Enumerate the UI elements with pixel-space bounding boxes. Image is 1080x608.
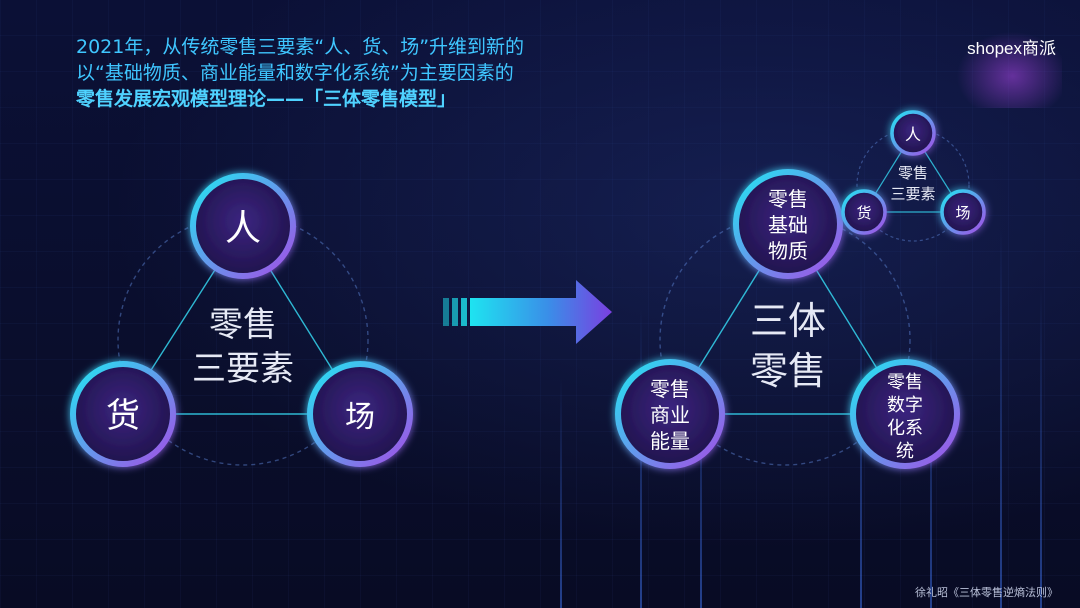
svg-text:人: 人 <box>905 125 921 144</box>
right-model-center-label: 三体 零售 <box>750 299 826 393</box>
svg-text:零售: 零售 <box>898 164 928 182</box>
mini-model-orbit-ring <box>856 128 970 242</box>
left-model: 零售 三要素 人 货 场 <box>70 173 413 467</box>
mini-node-ren: 人 <box>890 110 936 156</box>
right-node-basic-material: 零售 基础 物质 <box>733 169 843 279</box>
svg-text:零售: 零售 <box>768 187 808 211</box>
mini-model: 零售 三要素 人 货 场 <box>841 110 986 242</box>
svg-text:商业: 商业 <box>650 403 690 427</box>
transition-arrow <box>443 280 612 344</box>
svg-text:人: 人 <box>225 208 261 249</box>
headline-line-1: 2021年，从传统零售三要素“人、货、场”升维到新的 <box>76 36 525 58</box>
headline-line-3: 零售发展宏观模型理论——「三体零售模型」 <box>76 88 457 110</box>
right-node-business-energy: 零售 商业 能量 <box>615 359 725 469</box>
left-node-chang: 场 <box>307 361 413 467</box>
svg-text:基础: 基础 <box>768 213 808 237</box>
svg-text:物质: 物质 <box>768 239 808 263</box>
right-node-digital-system: 零售 数字 化系 统 <box>850 359 960 469</box>
svg-text:场: 场 <box>345 400 375 435</box>
svg-text:能量: 能量 <box>650 429 690 453</box>
svg-text:零售: 零售 <box>650 377 690 401</box>
svg-text:三要素: 三要素 <box>890 185 935 203</box>
svg-text:统: 统 <box>896 441 914 462</box>
svg-text:化系: 化系 <box>887 418 923 439</box>
svg-text:货: 货 <box>106 396 140 436</box>
headline: 2021年，从传统零售三要素“人、货、场”升维到新的 以“基础物质、商业能量和数… <box>76 34 524 112</box>
svg-text:场: 场 <box>955 204 970 222</box>
right-model: 三体 零售 零售 基础 物质 零售 商业 能量 零售 数字 化系 <box>615 169 960 469</box>
shopex-logo: shopex商派 <box>952 28 1062 108</box>
mini-node-chang: 场 <box>940 189 986 235</box>
logo-text: shopex商派 <box>967 39 1056 58</box>
mini-model-center-label: 零售 三要素 <box>890 164 935 203</box>
source-citation: 徐礼昭《三体零售逆熵法则》 <box>915 586 1058 599</box>
left-model-orbit-ring <box>117 214 369 466</box>
svg-text:零售: 零售 <box>750 349 826 393</box>
left-model-center-label: 零售 三要素 <box>192 305 294 389</box>
left-node-huo: 货 <box>70 361 176 467</box>
svg-text:数字: 数字 <box>887 395 923 416</box>
mini-node-huo: 货 <box>841 189 887 235</box>
svg-text:零售: 零售 <box>887 372 923 393</box>
left-node-ren: 人 <box>190 173 296 279</box>
svg-text:零售: 零售 <box>209 305 277 345</box>
svg-text:三体: 三体 <box>750 299 826 343</box>
svg-text:货: 货 <box>856 204 871 222</box>
headline-line-2: 以“基础物质、商业能量和数字化系统”为主要因素的 <box>76 62 514 84</box>
svg-text:三要素: 三要素 <box>192 349 294 389</box>
logo-glow <box>952 28 1062 108</box>
right-model-orbit-ring <box>659 214 911 466</box>
